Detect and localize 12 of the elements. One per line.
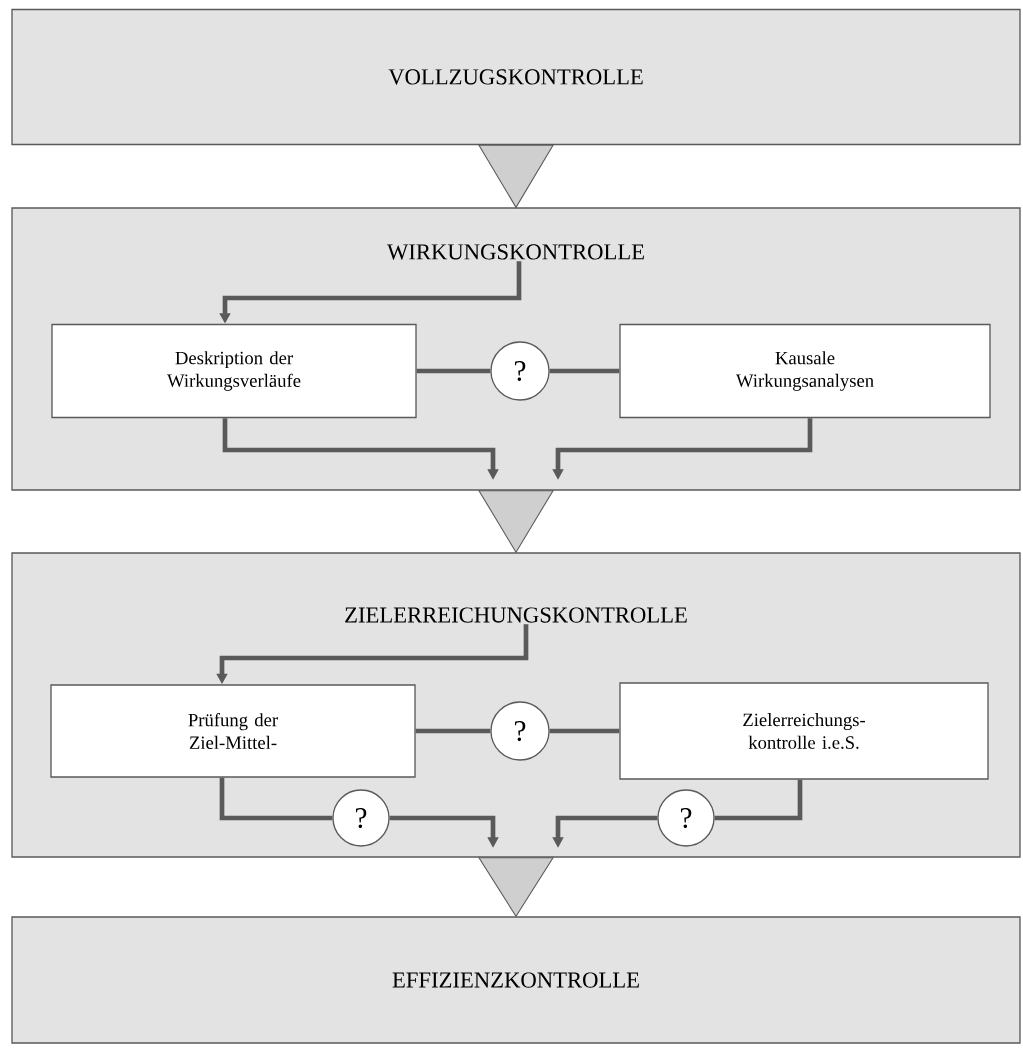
- process-box: Kausale Wirkungsanalysen: [619, 323, 991, 419]
- connector-line: [549, 368, 620, 374]
- stage-panel: EFFIZIENZKONTROLLE: [11, 916, 1021, 1044]
- process-box: Zielerreichungs- kontrolle i.e.S.: [619, 682, 989, 780]
- connector-line: [549, 728, 620, 734]
- process-box: Deskription der Wirkungsverläufe: [51, 323, 417, 419]
- process-box: Prüfung der Ziel-Mittel-: [50, 684, 416, 778]
- connector-line: [416, 368, 491, 374]
- stage-panel: VOLLZUGSKONTROLLE: [11, 8, 1021, 146]
- connector-line: [219, 777, 333, 821]
- connector-line: [415, 728, 491, 734]
- connector-line: [714, 779, 803, 821]
